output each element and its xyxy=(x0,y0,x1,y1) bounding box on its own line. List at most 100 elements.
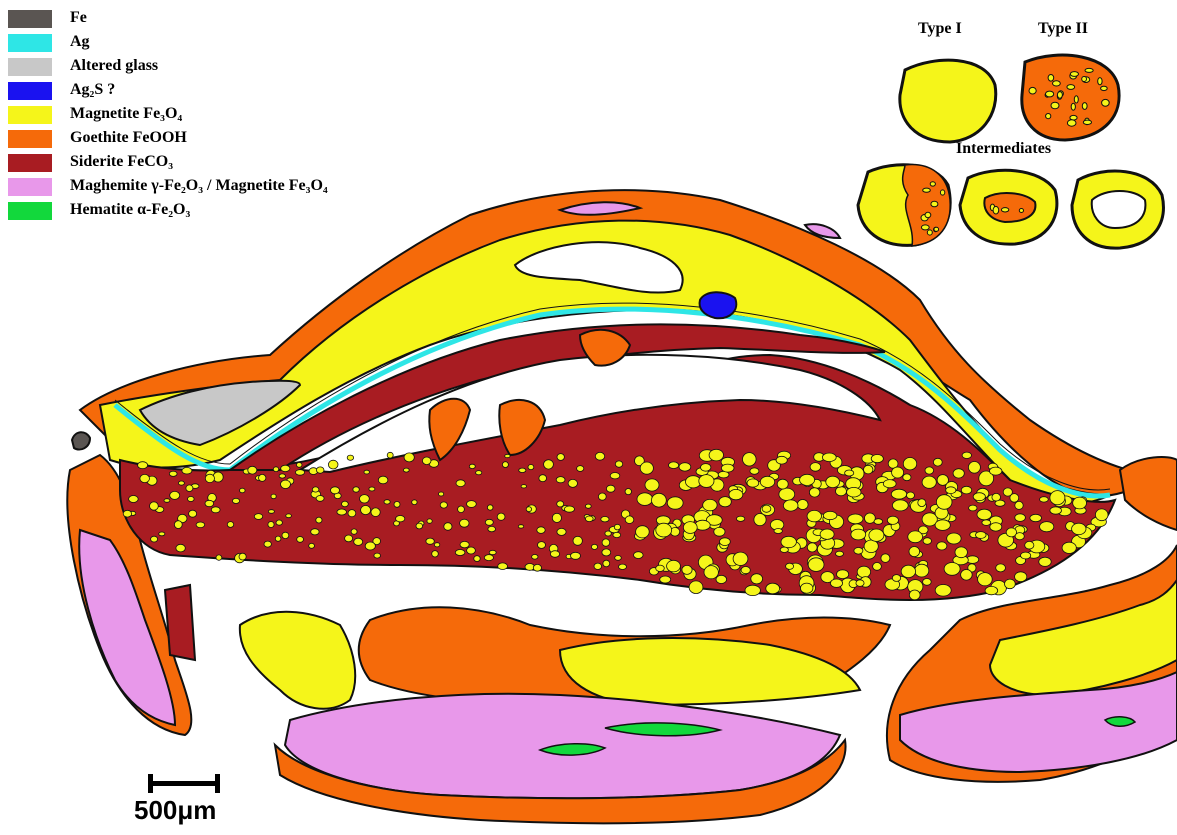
magnetite-grain xyxy=(1030,514,1042,521)
inset-intermediate-3 xyxy=(1072,171,1163,248)
magnetite-grain xyxy=(937,542,947,550)
legend-label-ag: Ag xyxy=(70,30,90,54)
magnetite-grain xyxy=(892,467,904,478)
scale-label: 500μm xyxy=(134,795,216,826)
magnetite-grain xyxy=(476,471,482,475)
magnetite-grain xyxy=(188,497,195,502)
magnetite-grain xyxy=(747,479,759,487)
magnetite-grain xyxy=(564,506,574,512)
legend-swatch-siderite xyxy=(8,154,52,172)
magnetite-grain xyxy=(719,497,731,507)
magnetite-grain xyxy=(602,539,610,546)
magnetite-grain xyxy=(533,564,541,571)
magnetite-grain xyxy=(909,547,920,557)
magnetite-grain xyxy=(458,506,465,513)
magnetite-grain xyxy=(874,519,883,525)
magnetite-grain xyxy=(856,580,864,587)
magnetite-grain xyxy=(422,457,431,465)
magnetite-grain xyxy=(264,541,271,547)
magnetite-grain xyxy=(637,493,653,506)
magnetite-grain xyxy=(982,520,991,526)
magnetite-grain xyxy=(281,465,290,471)
magnetite-grain xyxy=(232,498,239,503)
magnetite-grain xyxy=(848,514,863,524)
magnetite-grain xyxy=(990,467,1002,475)
magnetite-grain xyxy=(741,567,750,574)
magnetite-grain xyxy=(239,553,246,560)
magnetite-grain xyxy=(864,465,873,474)
legend-swatch-maghemite xyxy=(8,178,52,196)
type-i-label: Type I xyxy=(918,20,962,38)
inset-type-i xyxy=(900,60,996,142)
magnetite-grain xyxy=(845,470,854,476)
magnetite-grain xyxy=(595,452,604,460)
inclusion-dot xyxy=(923,188,931,192)
magnetite-grain xyxy=(909,590,920,600)
magnetite-grain xyxy=(557,454,564,461)
magnetite-grain xyxy=(467,547,476,554)
magnetite-grain xyxy=(786,563,794,569)
magnetite-grain xyxy=(1072,523,1086,534)
magnetite-grain xyxy=(1010,494,1019,503)
scale-bar xyxy=(148,774,220,793)
inclusion-dot xyxy=(1102,99,1110,106)
magnetite-grain xyxy=(532,555,538,560)
magnetite-grain xyxy=(328,460,338,469)
magnetite-grain xyxy=(810,463,821,472)
magnetite-grain xyxy=(309,543,315,548)
magnetite-grain xyxy=(348,510,356,517)
magnetite-grain xyxy=(699,475,714,488)
magnetite-grain xyxy=(847,487,861,497)
magnetite-grain xyxy=(361,506,371,515)
magnetite-grain xyxy=(568,479,577,487)
inclusion-dot xyxy=(1070,115,1077,120)
ag2s-spot xyxy=(700,292,737,318)
magnetite-grain xyxy=(488,526,496,531)
magnetite-grain xyxy=(378,476,388,484)
legend-label-maghemite: Maghemite γ-Fe₂O₃ / Magnetite Fe₃O₄ xyxy=(70,174,328,198)
magnetite-grain xyxy=(176,544,185,552)
magnetite-grain xyxy=(182,467,192,474)
legend-label-magnetite: Magnetite Fe₃O₄ xyxy=(70,102,182,126)
magnetite-grain xyxy=(721,464,734,472)
magnetite-grain xyxy=(625,489,631,495)
magnetite-grain xyxy=(976,532,987,539)
magnetite-grain xyxy=(652,493,667,507)
magnetite-grain xyxy=(645,479,659,491)
legend-swatch-fe xyxy=(8,10,52,28)
magnetite-grain xyxy=(151,536,158,542)
legend-label-siderite: Siderite FeCO₃ xyxy=(70,150,173,174)
magnetite-grain xyxy=(780,547,788,552)
magnetite-grain xyxy=(826,476,840,487)
magnetite-grain xyxy=(716,575,727,583)
magnetite-grain xyxy=(440,502,447,508)
magnetite-grain xyxy=(394,502,400,508)
inclusion-dot xyxy=(1074,96,1078,103)
magnetite-grain xyxy=(606,485,615,492)
inclusion-dot xyxy=(925,212,931,217)
magnetite-grain xyxy=(667,497,683,509)
inclusion-dot xyxy=(1051,102,1059,109)
inclusion-dot xyxy=(940,190,944,195)
magnetite-grain xyxy=(864,540,878,553)
magnetite-grain xyxy=(603,560,610,567)
magnetite-grain xyxy=(460,519,469,527)
magnetite-grain xyxy=(797,500,808,510)
magnetite-grain xyxy=(1025,541,1034,549)
magnetite-grain xyxy=(944,563,960,576)
magnetite-grain xyxy=(371,508,380,517)
magnetite-grain xyxy=(254,514,262,520)
magnetite-grain xyxy=(455,550,465,556)
type-i-grain xyxy=(900,60,996,142)
magnetite-grain xyxy=(259,474,266,481)
magnetite-grain xyxy=(903,458,916,470)
magnetite-grain xyxy=(779,488,795,500)
magnetite-grain xyxy=(374,553,381,558)
magnetite-grain xyxy=(460,541,469,547)
magnetite-grain xyxy=(571,552,581,559)
magnetite-grain xyxy=(615,556,622,561)
magnetite-grain xyxy=(751,574,763,584)
magnetite-grain xyxy=(316,467,324,473)
magnetite-grain xyxy=(923,538,931,545)
